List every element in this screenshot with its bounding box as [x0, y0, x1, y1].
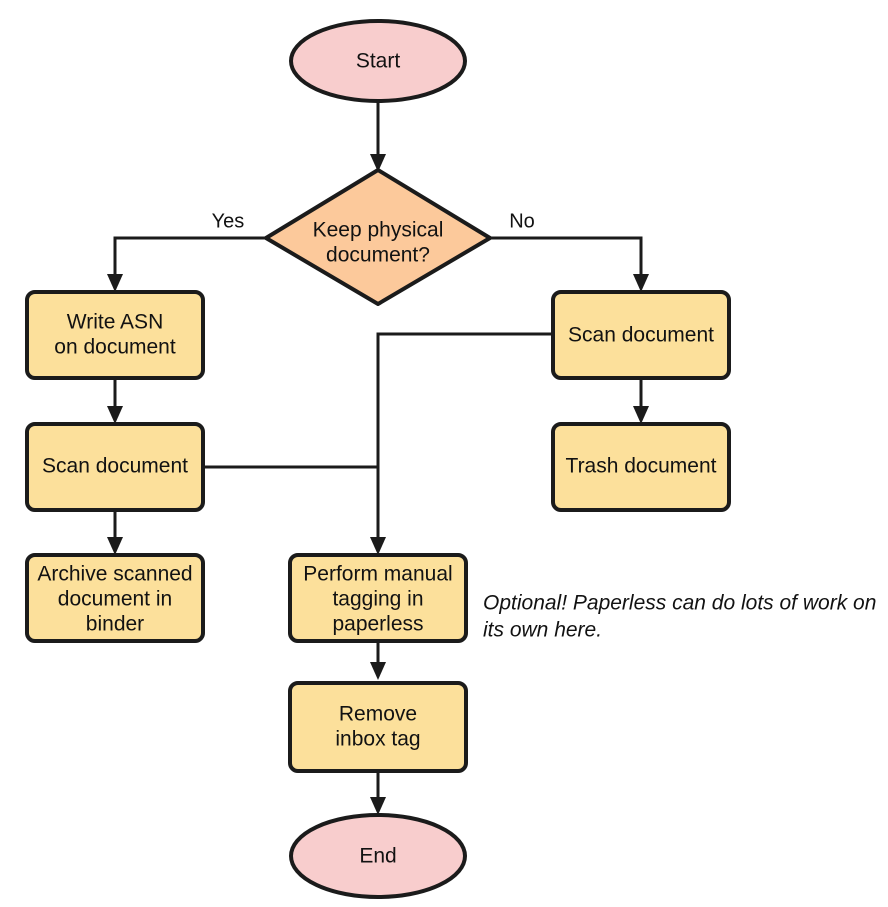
node-decision-shape[interactable]	[264, 168, 492, 306]
node-write-asn-shape[interactable]	[25, 290, 205, 380]
node-trash-document-label: Trash document	[566, 455, 717, 478]
node-archive-scanned-document[interactable]: Archive scanned document in binder	[25, 553, 205, 643]
node-end-label: End	[359, 845, 396, 868]
edge-tagging-to-remove-inbox	[370, 642, 386, 680]
node-remove-inbox-label-line1: Remove	[339, 703, 417, 726]
node-end-shape[interactable]	[289, 813, 467, 899]
arrowhead-icon	[370, 797, 386, 815]
edge-line	[490, 236, 643, 282]
edge-scan-left-to-archive	[107, 510, 123, 555]
node-remove-inbox-tag[interactable]: Remove inbox tag	[288, 681, 468, 773]
node-decision-label-line2: document?	[326, 244, 430, 267]
node-write-asn[interactable]: Write ASN on document	[25, 290, 205, 380]
node-scan-document-left[interactable]: Scan document	[25, 422, 205, 512]
edge-start-to-decision	[370, 102, 386, 172]
node-tagging-label-line2: tagging in	[332, 588, 423, 611]
node-scan-document-right[interactable]: Scan document	[551, 290, 731, 380]
node-decision-keep-physical-document[interactable]: Keep physical document?	[264, 168, 492, 306]
edge-label-yes: Yes	[212, 210, 245, 232]
node-archive-label-line3: binder	[86, 613, 144, 636]
edge-label-no: No	[509, 210, 535, 232]
node-remove-inbox-tag-shape[interactable]	[288, 681, 468, 773]
arrowhead-icon	[107, 537, 123, 555]
edge-line	[376, 332, 553, 545]
node-perform-manual-tagging-shape[interactable]	[288, 553, 468, 643]
edge-decision-no-to-scan-right	[490, 236, 649, 292]
node-scan-document-left-label: Scan document	[42, 455, 188, 478]
edge-line	[113, 236, 265, 282]
node-perform-manual-tagging[interactable]: Perform manual tagging in paperless	[288, 553, 468, 643]
node-write-asn-label-line1: Write ASN	[67, 311, 163, 334]
edge-scan-right-to-trash	[633, 378, 649, 424]
node-trash-document[interactable]: Trash document	[551, 422, 731, 512]
node-decision-label-line1: Keep physical	[313, 219, 444, 242]
arrowhead-icon	[633, 406, 649, 424]
arrowhead-icon	[370, 154, 386, 172]
node-start-label: Start	[356, 50, 401, 73]
node-scan-document-right-label: Scan document	[568, 324, 714, 347]
edge-remove-inbox-to-end	[370, 772, 386, 815]
arrowhead-icon	[107, 406, 123, 424]
edge-write-asn-to-scan-left	[107, 378, 123, 424]
arrowhead-icon	[370, 662, 386, 680]
node-scan-document-left-shape[interactable]	[25, 422, 205, 512]
arrowhead-icon	[107, 274, 123, 292]
arrowhead-icon	[370, 537, 386, 555]
annotation-note-line1: Optional! Paperless can do lots of work …	[483, 592, 876, 615]
annotation-note-line2: its own here.	[483, 619, 602, 642]
node-tagging-label-line3: paperless	[332, 613, 423, 636]
node-remove-inbox-label-line2: inbox tag	[335, 728, 420, 751]
node-trash-document-shape[interactable]	[551, 422, 731, 512]
arrowhead-icon	[633, 274, 649, 292]
node-start-shape[interactable]	[289, 19, 467, 103]
node-end[interactable]: End	[289, 813, 467, 899]
node-scan-document-right-shape[interactable]	[551, 290, 731, 380]
node-archive-scanned-document-shape[interactable]	[25, 553, 205, 643]
edge-scan-right-to-tagging	[370, 332, 553, 555]
edge-decision-yes-to-write-asn	[107, 236, 265, 292]
node-write-asn-label-line2: on document	[54, 336, 176, 359]
annotation-note: Optional! Paperless can do lots of work …	[483, 592, 876, 642]
node-archive-label-line1: Archive scanned	[37, 563, 192, 586]
node-tagging-label-line1: Perform manual	[303, 563, 452, 586]
node-start[interactable]: Start	[289, 19, 467, 103]
node-archive-label-line2: document in	[58, 588, 172, 611]
